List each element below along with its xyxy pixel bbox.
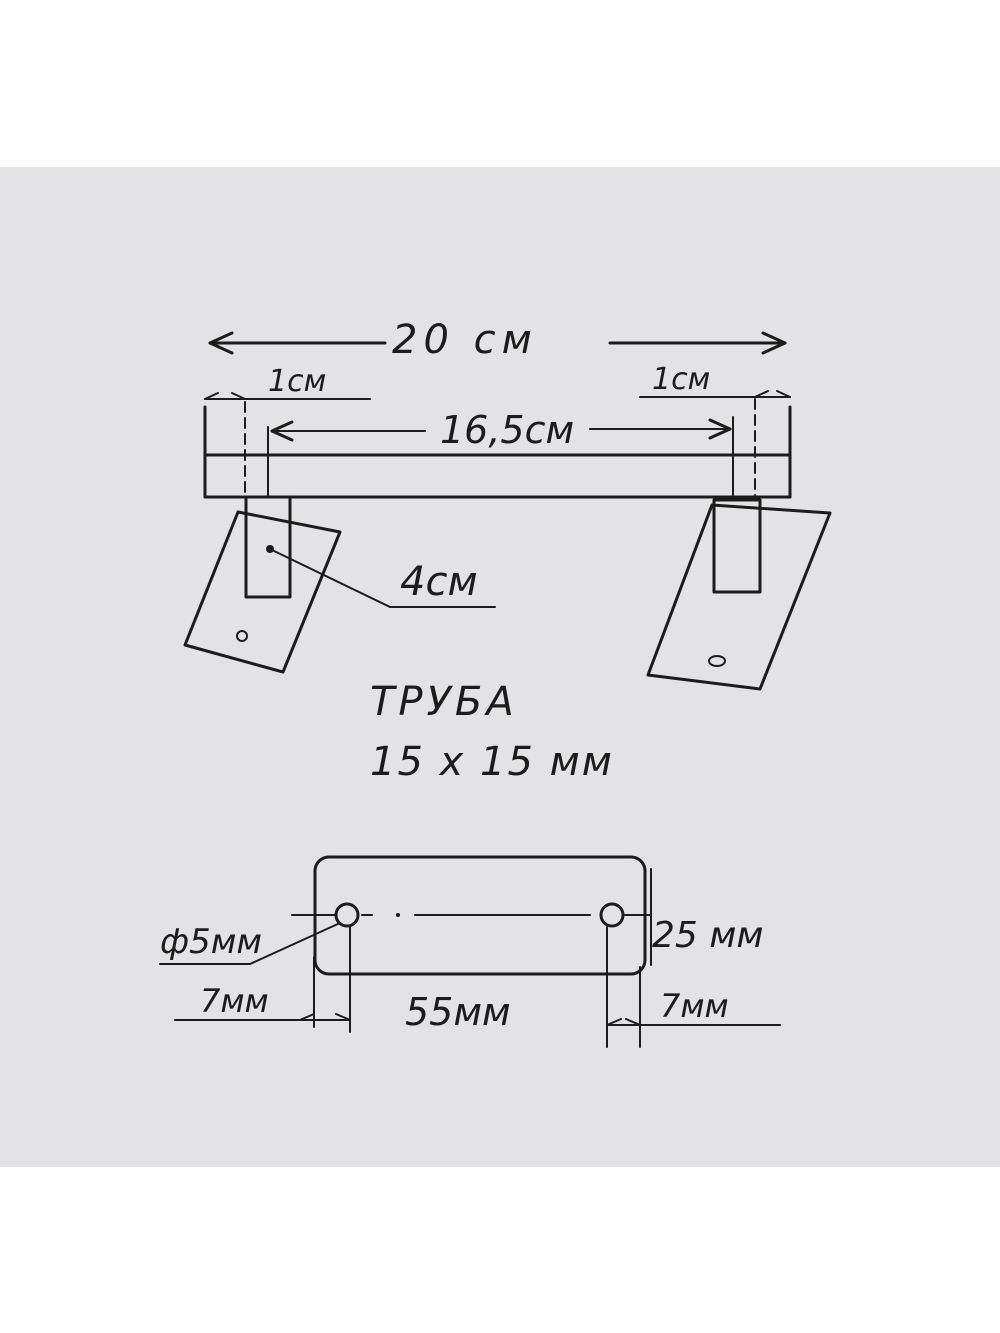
right-offset-label: 1см: [652, 362, 710, 397]
technical-sketch: 20 см 1см 1см 16,5см: [159, 317, 832, 1048]
inner-length-label: 16,5см: [440, 408, 574, 452]
right-margin-label: 7мм: [660, 987, 729, 1025]
hole-diameter-dimension: ф5мм: [159, 922, 341, 965]
hole-diameter-label: ф5мм: [160, 922, 262, 962]
overall-dimension: 20 см: [208, 317, 787, 363]
right-plate-hole: [708, 655, 726, 667]
overall-length-label: 20 см: [392, 317, 538, 363]
plate-right-hole: [599, 902, 625, 928]
left-mount-plate: [183, 510, 342, 674]
right-leg: [646, 498, 832, 691]
leg-center-dot: [266, 545, 274, 553]
caption-line2: 15 х 15 мм: [370, 739, 614, 785]
left-leg: [183, 495, 342, 674]
right-offset-dimension: 1см: [639, 362, 791, 398]
left-plate-hole: [236, 630, 248, 642]
left-margin-label: 7мм: [200, 982, 269, 1020]
inner-dimension: 16,5см: [270, 408, 732, 452]
caption-line1: ТРУБА: [370, 679, 518, 725]
plate-detail: [291, 855, 652, 1048]
leg-length-dimension: 4см: [271, 549, 496, 608]
right-mount-plate: [646, 503, 832, 691]
plate-height-label: 25 мм: [652, 915, 764, 956]
hole-spacing-label: 55мм: [405, 990, 511, 1034]
left-offset-label: 1см: [268, 364, 326, 399]
handle-bar: [203, 398, 792, 499]
plate-bottom-dimensions: 7мм 55мм 7мм: [174, 982, 781, 1034]
paper-sheet: 20 см 1см 1см 16,5см: [0, 167, 1000, 1167]
leg-length-label: 4см: [400, 559, 478, 605]
left-offset-dimension: 1см: [204, 364, 371, 400]
caption: ТРУБА 15 х 15 мм: [370, 679, 614, 785]
